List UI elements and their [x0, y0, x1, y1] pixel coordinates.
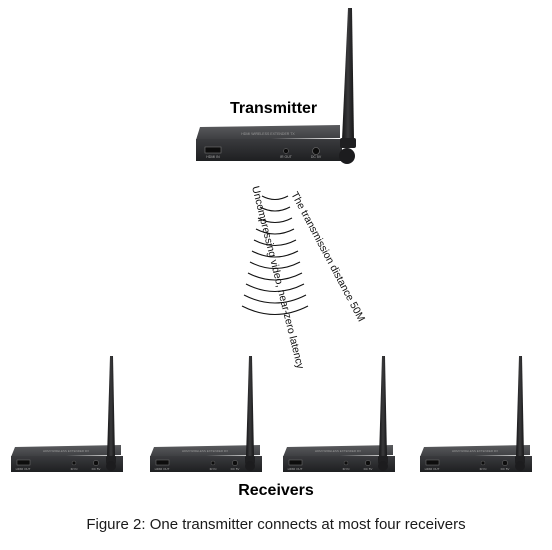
dc-port-icon [232, 460, 238, 466]
transmitter-label-wrap: Transmitter [230, 100, 317, 118]
receiver-panel-text: HDMI WIRELESS EXTENDER RX [43, 449, 89, 453]
signal-arc [255, 228, 295, 235]
transmitter-front-face [196, 139, 342, 161]
receiver-antenna-icon [515, 356, 525, 471]
signal-arc [261, 195, 289, 201]
signal-arc [245, 283, 305, 293]
receivers-label: Receivers [238, 482, 314, 499]
receiver-panel-text: HDMI WIRELESS EXTENDER RX [452, 449, 498, 453]
receiver-ir-label: IR IN [480, 467, 487, 471]
receiver-hdmi-label: HDMI OUT [16, 467, 31, 471]
ir-port-icon [71, 460, 77, 466]
signal-arc [243, 294, 307, 304]
receiver-antenna-icon [378, 356, 388, 471]
transmitter-hdmi-label: HDMI IN [206, 155, 220, 159]
receiver-dc-label: DC 5V [92, 467, 101, 471]
signal-right-text: The transmission distance 50M [288, 190, 367, 324]
transmitter-panel-text: HDMI WIRELESS EXTENDER TX [241, 132, 295, 136]
signal-arc [257, 217, 293, 224]
ir-port-icon [343, 460, 349, 466]
hdmi-port-icon [155, 459, 170, 466]
receiver-hdmi-label: HDMI OUT [425, 467, 440, 471]
transmitter-label: Transmitter [230, 100, 318, 117]
receiver-panel-text: HDMI WIRELESS EXTENDER RX [182, 449, 228, 453]
dc-port-icon [93, 460, 99, 466]
transmitter-antenna-icon [339, 8, 356, 164]
signal-arc [247, 272, 303, 281]
receiver-device: HDMI WIRELESS EXTENDER RX HDMI OUT IR IN… [11, 356, 123, 472]
receiver-ir-label: IR IN [71, 467, 78, 471]
transmitter-top-face [196, 125, 340, 140]
dc-port-icon [312, 147, 320, 155]
signal-arc [251, 250, 299, 258]
receiver-ir-label: IR IN [210, 467, 217, 471]
receiver-panel-text: HDMI WIRELESS EXTENDER RX [315, 449, 361, 453]
hdmi-port-icon [16, 459, 31, 466]
signal-waves [241, 195, 309, 315]
receiver-hdmi-label: HDMI OUT [155, 467, 170, 471]
transmitter-dc-label: DC 5V [311, 155, 322, 159]
signal-arc [259, 206, 291, 212]
ir-port-icon [210, 460, 216, 466]
receiver-device: HDMI WIRELESS EXTENDER RX HDMI OUT IR IN… [283, 356, 395, 472]
signal-arc [253, 239, 297, 247]
figure-caption: Figure 2: One transmitter connects at mo… [86, 516, 466, 533]
dc-port-icon [502, 460, 508, 466]
receiver-antenna-icon [245, 356, 255, 471]
receiver-hdmi-label: HDMI OUT [288, 467, 303, 471]
signal-arc [249, 261, 301, 270]
receiver-dc-label: DC 5V [364, 467, 373, 471]
hdmi-port-icon [288, 459, 303, 466]
ir-port-icon [480, 460, 486, 466]
receiver-dc-label: DC 5V [231, 467, 240, 471]
transmitter-ir-label: IR OUT [280, 155, 293, 159]
receiver-device: HDMI WIRELESS EXTENDER RX HDMI OUT IR IN… [420, 356, 532, 472]
hdmi-port-icon [425, 459, 440, 466]
receiver-ir-label: IR IN [343, 467, 350, 471]
transmitter-device: HDMI WIRELESS EXTENDER TX HDMI IN IR OUT… [196, 8, 356, 164]
dc-port-icon [365, 460, 371, 466]
hdmi-port-icon [204, 146, 222, 154]
receiver-dc-label: DC 5V [501, 467, 510, 471]
ir-port-icon [283, 148, 289, 154]
receiver-device: HDMI WIRELESS EXTENDER RX HDMI OUT IR IN… [150, 356, 262, 472]
signal-arc [241, 305, 309, 315]
receiver-antenna-icon [106, 356, 116, 471]
